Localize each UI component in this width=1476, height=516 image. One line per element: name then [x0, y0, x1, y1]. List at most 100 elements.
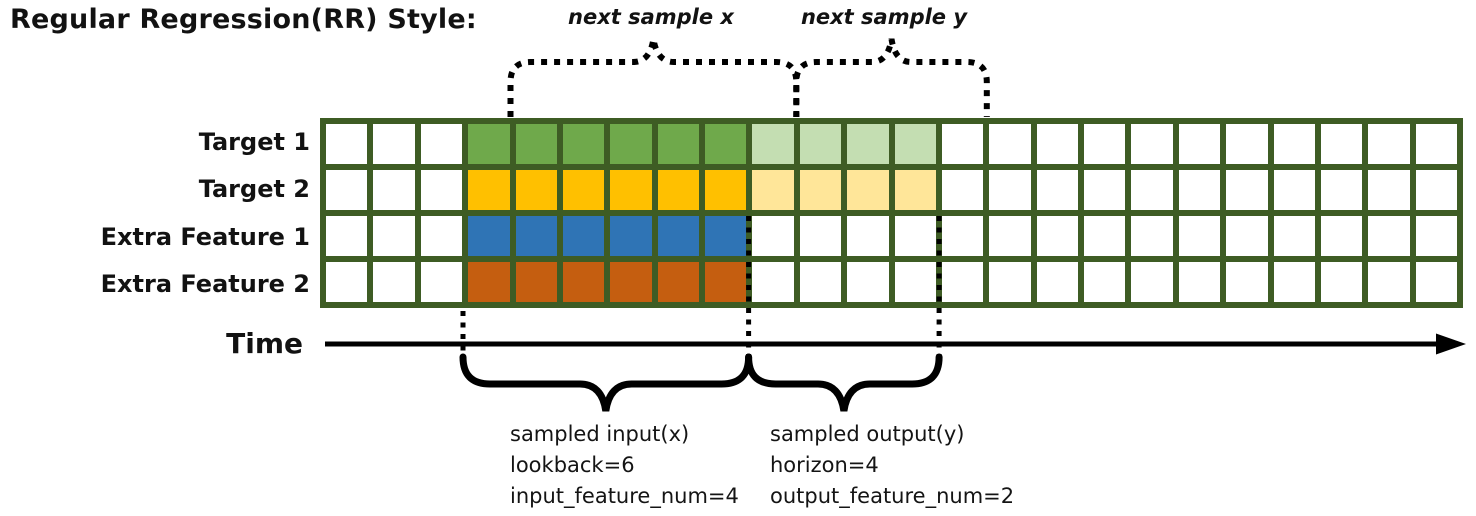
grid-cell: [1320, 262, 1363, 302]
row-label-extra-feature-1: Extra Feature 1: [100, 223, 310, 251]
grid-cell: [799, 216, 842, 256]
grid-cell: [1178, 216, 1221, 256]
grid-cell: [1320, 170, 1363, 210]
grid-cell: [941, 124, 984, 164]
grid-cell: [1131, 124, 1173, 164]
grid-cell: [752, 262, 794, 302]
sampled-output-note: sampled output(y) horizon=4 output_featu…: [770, 419, 1014, 512]
sampled-output-note-line1: sampled output(y): [770, 422, 965, 446]
grid-cell: [894, 170, 936, 210]
grid-cell: [468, 262, 510, 302]
grid-cell: [1320, 124, 1363, 164]
grid-cell: [1131, 262, 1173, 302]
sampled-input-note-line3: input_feature_num=4: [510, 484, 739, 508]
grid-cell: [705, 124, 747, 164]
grid-cell: [847, 124, 889, 164]
sampled-output-brace: [745, 353, 943, 412]
grid-cell: [562, 124, 605, 164]
row-label-target-2: Target 2: [198, 175, 310, 203]
grid-cell: [468, 170, 510, 210]
grid-cell: [326, 124, 368, 164]
grid-cell: [657, 262, 699, 302]
grid-cell: [1273, 124, 1315, 164]
time-axis-label: Time: [226, 327, 303, 360]
grid-cell: [1273, 262, 1315, 302]
row-label-target-1: Target 1: [198, 128, 310, 156]
grid-cell: [705, 216, 747, 256]
grid-cell: [420, 170, 463, 210]
row-label-extra-feature-2: Extra Feature 2: [100, 270, 310, 298]
grid-cell: [515, 124, 557, 164]
grid-cell: [989, 262, 1031, 302]
grid-cell: [1368, 262, 1410, 302]
grid-cell: [468, 216, 510, 256]
time-axis-arrowhead: [1436, 333, 1466, 355]
sampled-output-note-line3: output_feature_num=2: [770, 484, 1015, 508]
sampled-input-brace: [459, 353, 753, 412]
grid-cell: [941, 262, 984, 302]
grid-cell: [373, 124, 415, 164]
grid-cell: [515, 216, 557, 256]
grid-cell: [1178, 170, 1221, 210]
next-sample-x-brace: [507, 38, 800, 117]
grid-cell: [1178, 262, 1221, 302]
grid-cell: [752, 124, 794, 164]
grid-cell: [1036, 124, 1078, 164]
sampled-input-note-line2: lookback=6: [510, 453, 635, 477]
grid-cell: [1368, 124, 1410, 164]
grid-cell: [799, 124, 842, 164]
grid-cell: [1226, 262, 1268, 302]
next-sample-x-label: next sample x: [568, 5, 734, 29]
grid-cell: [1273, 216, 1315, 256]
grid-cell: [1226, 170, 1268, 210]
grid-cell: [1226, 216, 1268, 256]
grid-cell: [799, 170, 842, 210]
grid-cell: [562, 170, 605, 210]
grid-cell: [515, 262, 557, 302]
sampled-output-note-line2: horizon=4: [770, 453, 879, 477]
grid-cell: [847, 216, 889, 256]
grid-cell: [894, 262, 936, 302]
grid-cell: [1320, 216, 1363, 256]
grid-cell: [610, 170, 652, 210]
grid-cell: [562, 262, 605, 302]
next-sample-y-label: next sample y: [800, 5, 968, 29]
grid-cell: [1084, 262, 1126, 302]
grid-cell: [894, 216, 936, 256]
grid-cell: [468, 124, 510, 164]
grid-cell: [1368, 170, 1410, 210]
grid-cell: [989, 216, 1031, 256]
grid-cell: [1084, 170, 1126, 210]
grid-cell: [373, 262, 415, 302]
grid-cell: [1368, 216, 1410, 256]
grid-cell: [799, 262, 842, 302]
grid-cell: [752, 216, 794, 256]
grid-cell: [705, 262, 747, 302]
grid-cell: [941, 216, 984, 256]
grid-cell: [1415, 262, 1457, 302]
grid-cell: [1131, 216, 1173, 256]
grid-cell: [326, 170, 368, 210]
grid-cell: [989, 124, 1031, 164]
grid-cell: [657, 216, 699, 256]
grid-cell: [657, 124, 699, 164]
grid-cell: [1084, 124, 1126, 164]
grid-cell: [1226, 124, 1268, 164]
grid-cell: [420, 124, 463, 164]
grid-cell: [1036, 216, 1078, 256]
grid-cell: [705, 170, 747, 210]
grid-cell: [1036, 170, 1078, 210]
page-title: Regular Regression(RR) Style:: [10, 4, 477, 35]
grid-cell: [989, 170, 1031, 210]
grid-cell: [1415, 124, 1457, 164]
grid-cell: [420, 262, 463, 302]
grid-cell: [847, 170, 889, 210]
grid-cell: [941, 170, 984, 210]
grid-cell: [847, 262, 889, 302]
grid-cell: [326, 216, 368, 256]
sampled-input-note-line1: sampled input(x): [510, 422, 690, 446]
grid-cell: [1131, 170, 1173, 210]
grid-cell: [326, 262, 368, 302]
grid-cell: [420, 216, 463, 256]
grid-cell: [752, 170, 794, 210]
